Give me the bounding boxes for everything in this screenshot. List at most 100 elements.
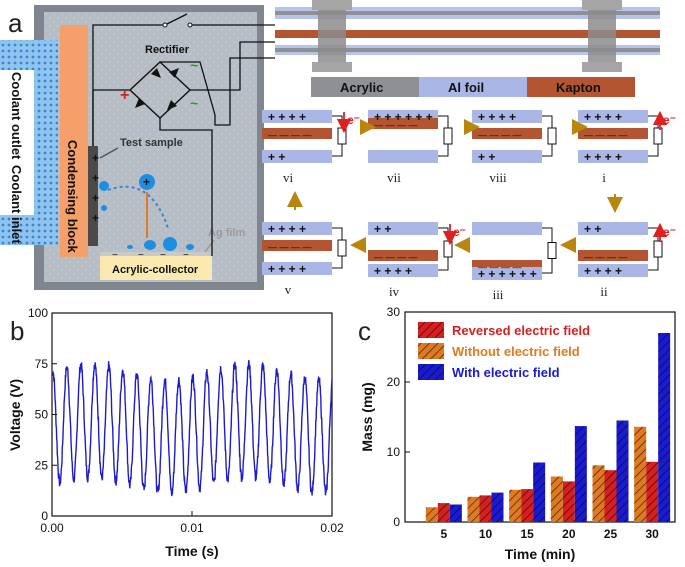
electron-flow-label: e⁻ bbox=[453, 225, 466, 239]
film-charge: − bbox=[183, 250, 189, 261]
wire bbox=[190, 41, 275, 91]
stage-resistor bbox=[653, 240, 663, 258]
stage-label: i bbox=[602, 170, 606, 185]
stage-vi: + + + +— — — —+ +vie⁻ bbox=[262, 110, 360, 185]
stage-top-electrode bbox=[262, 222, 332, 235]
x-tick-label: 0.00 bbox=[40, 521, 64, 535]
stage-top-charges: + + + + bbox=[478, 110, 516, 124]
droplet-charge: + bbox=[143, 175, 150, 189]
bar-without-field bbox=[467, 496, 480, 522]
wire bbox=[159, 118, 213, 256]
stage-bottom-electrode bbox=[368, 264, 438, 277]
stage-top-electrode bbox=[578, 110, 648, 123]
stage-vii: + + + + + +— — — —vii bbox=[368, 110, 453, 185]
stage-top-charges: + + bbox=[374, 222, 391, 236]
legend-swatch bbox=[418, 364, 444, 380]
bar-with-field bbox=[574, 426, 587, 522]
x-tick-label: 15 bbox=[520, 527, 534, 541]
rectifier-ac-bottom: ~ bbox=[190, 95, 198, 111]
coolant-channel bbox=[34, 40, 58, 245]
diode-icon bbox=[169, 68, 179, 78]
bar-without-field bbox=[425, 507, 438, 522]
sample-charge: + bbox=[92, 151, 99, 165]
droplet bbox=[139, 174, 155, 190]
plot-b-xlabel: Time (s) bbox=[165, 543, 218, 559]
legend-kapton-label: Kapton bbox=[556, 80, 601, 95]
legend-acrylic-swatch bbox=[311, 77, 419, 97]
panel-a-letter: a bbox=[8, 8, 23, 38]
bar-without-field bbox=[550, 476, 563, 522]
bar-reversed-field bbox=[437, 503, 450, 522]
stage-resistor bbox=[337, 127, 347, 145]
stage-kapton-film bbox=[578, 128, 648, 139]
stage-bottom-charges: + + + + bbox=[584, 150, 622, 164]
stage-kapton-film bbox=[472, 128, 542, 139]
bar-without-field bbox=[592, 465, 605, 522]
stage-film-charges: — — — — bbox=[478, 130, 522, 140]
plot-b-ylabel: Voltage (V) bbox=[7, 379, 23, 451]
stage-resistor bbox=[547, 242, 557, 259]
stage-label: vi bbox=[283, 170, 294, 185]
x-tick-label: 30 bbox=[645, 527, 659, 541]
bar-with-field bbox=[616, 420, 629, 522]
coolant-outlet-label: Coolant outlet bbox=[9, 72, 24, 160]
bar-reversed-field bbox=[479, 495, 492, 522]
stage-bottom-electrode bbox=[472, 267, 542, 280]
panel-a-apparatus: a Coolant outlet Coolant inlet Condensin… bbox=[0, 5, 275, 290]
panel-c-letter: c bbox=[358, 316, 371, 346]
y-tick-label: 25 bbox=[35, 458, 49, 472]
bolt-right bbox=[588, 0, 616, 72]
legend-entry: Without electric field bbox=[452, 344, 580, 359]
kapton-layer bbox=[275, 30, 660, 38]
test-sample-pointer bbox=[99, 147, 119, 159]
collected-droplet bbox=[144, 240, 156, 250]
stage-resistor bbox=[653, 127, 663, 145]
stage-v: + + + +— — — —+ + + +v bbox=[262, 222, 347, 297]
cycle-arrows bbox=[287, 119, 623, 253]
bar-with-field bbox=[533, 462, 546, 522]
ag-film-label: Ag film bbox=[208, 227, 245, 239]
legend-kapton-swatch bbox=[527, 77, 635, 97]
y-tick-label: 30 bbox=[387, 305, 401, 319]
y-tick-label: 100 bbox=[28, 306, 48, 320]
bar-reversed-field bbox=[562, 481, 575, 522]
stage-bottom-electrode bbox=[262, 262, 332, 275]
wire bbox=[160, 57, 275, 126]
stage-top-electrode bbox=[472, 110, 542, 123]
stage-label: viii bbox=[489, 170, 507, 185]
stage-bottom-electrode bbox=[578, 264, 648, 277]
legend-al-foil-label: Al foil bbox=[448, 80, 484, 95]
bar-with-field bbox=[491, 492, 504, 522]
stage-kapton-film bbox=[368, 118, 438, 129]
legend-entry: With electric field bbox=[452, 365, 560, 380]
x-tick-label: 5 bbox=[440, 527, 447, 541]
stage-resistor bbox=[443, 240, 453, 258]
plot-c-bars bbox=[425, 333, 671, 522]
bolt-left bbox=[318, 0, 346, 72]
stage-top-charges: + + + + + + bbox=[374, 110, 433, 124]
stage-bottom-charges: + + bbox=[268, 150, 285, 164]
rectifier-plus: + bbox=[120, 87, 129, 104]
stage-bottom-charges: + + + + bbox=[268, 262, 306, 276]
test-sample-label: Test sample bbox=[120, 137, 183, 149]
stage-film-charges: — — — — bbox=[584, 130, 628, 140]
collected-droplet bbox=[127, 245, 133, 249]
y-tick-label: 50 bbox=[35, 408, 49, 422]
teng-stage-cycle: + + + + — — — — + + + + i e⁻ + + — — — — + + + … bbox=[262, 110, 676, 302]
bar-reversed-field bbox=[521, 489, 534, 522]
stage-bottom-charges: + + bbox=[478, 150, 495, 164]
rectifier-label: Rectifier bbox=[145, 44, 190, 56]
stage-top-electrode bbox=[472, 222, 542, 235]
stage-resistor bbox=[443, 127, 453, 145]
y-tick-label: 10 bbox=[387, 445, 401, 459]
stage-film-charges: — — — — bbox=[478, 262, 522, 272]
stage-kapton-film bbox=[368, 250, 438, 261]
x-tick-label: 20 bbox=[562, 527, 576, 541]
electron-flow-label: e⁻ bbox=[347, 113, 360, 127]
x-tick-label: 0.01 bbox=[180, 521, 204, 535]
bar-without-field bbox=[634, 426, 647, 522]
panel-b-letter: b bbox=[10, 316, 24, 346]
stage-kapton-film bbox=[262, 240, 332, 251]
